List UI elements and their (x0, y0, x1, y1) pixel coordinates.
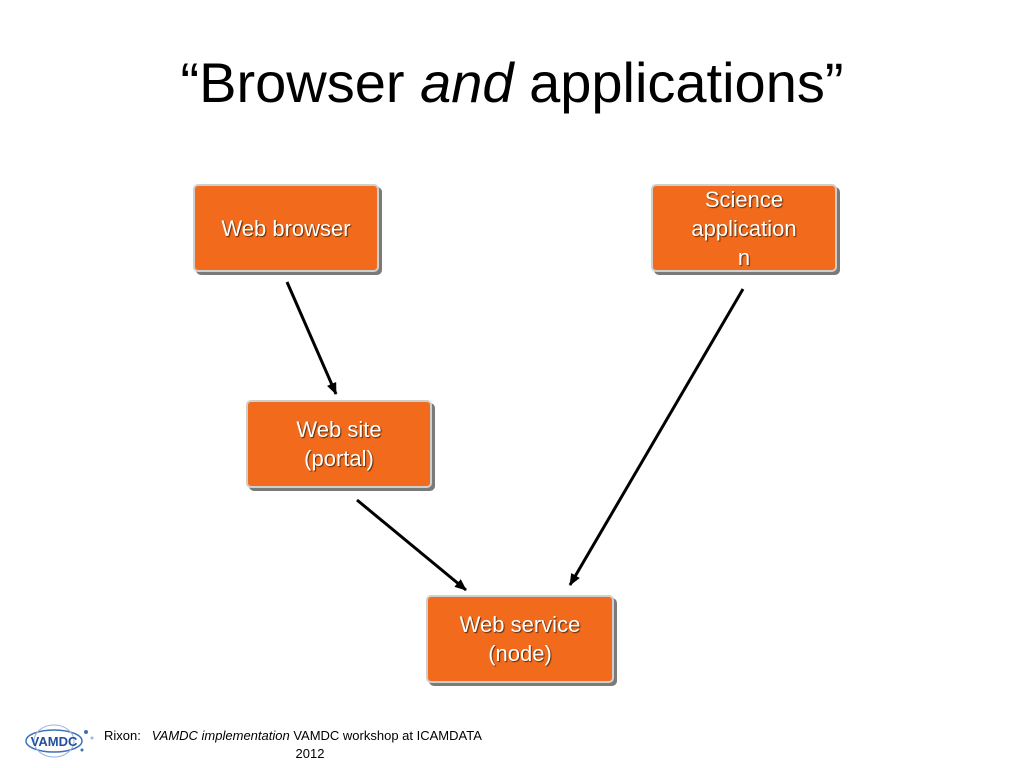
node-web-browser: Web browser (193, 184, 379, 272)
footer-year: 2012 (295, 746, 325, 761)
node-science-application: Science application n (651, 184, 837, 272)
node-web-site: Web site (portal) (246, 400, 432, 488)
footer-author: Rixon: (104, 728, 141, 743)
logo-text: VAMDC (31, 734, 78, 749)
vamdc-logo: VAMDC (25, 724, 94, 758)
footer-talk-title: VAMDC implementation (151, 728, 290, 743)
title-emphasis: and (420, 51, 514, 114)
arrow-application-to-service (568, 288, 745, 586)
slide-title: “Browser and applications” (180, 51, 844, 114)
footer-citation: Rixon: VAMDC implementation VAMDC worksh… (104, 727, 516, 763)
arrow-site-to-service (356, 498, 467, 592)
footer-event: VAMDC workshop at ICAMDATA (293, 728, 482, 743)
arrow-browser-to-site (285, 281, 338, 395)
node-web-service: Web service (node) (426, 595, 614, 683)
